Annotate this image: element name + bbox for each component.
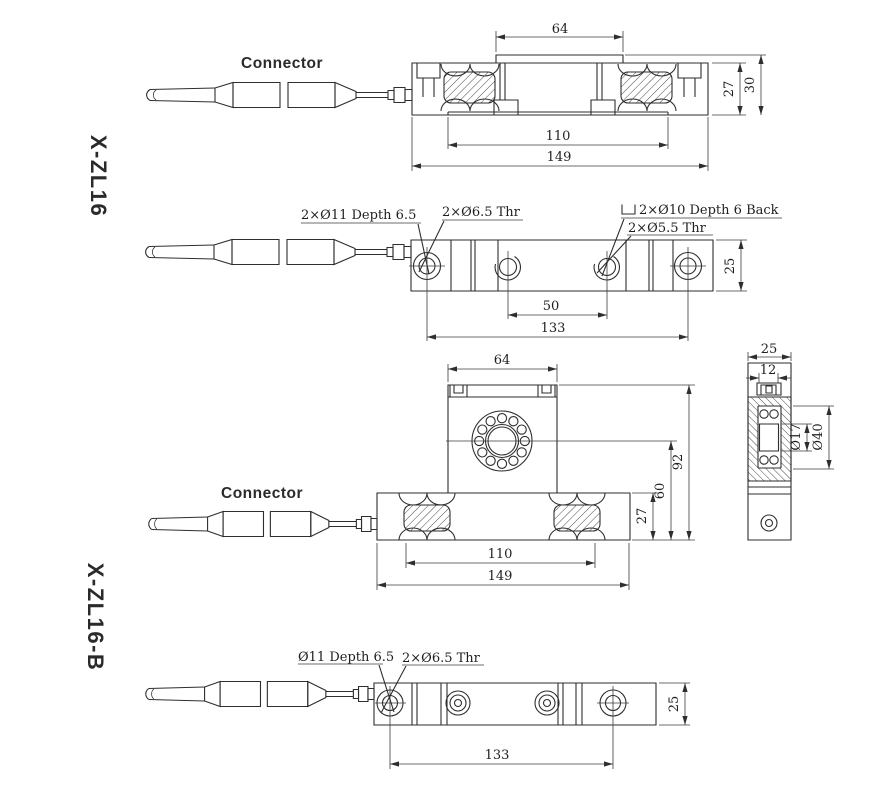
top-view-callouts: 2×Ø11 Depth 6.5 2×Ø6.5 Thr 2×Ø10 Depth 6… [301, 203, 782, 276]
side-view-drawing: 64 27 30 110 149 [412, 22, 766, 171]
top-view-drawing: 2×Ø11 Depth 6.5 2×Ø6.5 Thr 2×Ø10 Depth 6… [301, 203, 782, 341]
dim-25-b: 25 [667, 696, 682, 713]
dim-149-side: 149 [547, 150, 572, 165]
side-view-dimensions: 64 27 30 110 149 [412, 22, 766, 171]
dim-25-top: 25 [723, 258, 738, 275]
hole-mount-left-b [375, 686, 406, 769]
dim-149-front: 149 [488, 569, 513, 584]
connector-label-bottom: Connector [221, 485, 303, 502]
dim-50: 50 [543, 299, 560, 314]
hole-screw-right-b [535, 691, 559, 715]
callout-2xd65-b: 2×Ø6.5 Thr [402, 651, 481, 666]
dim-d40-section: Ø40 [811, 423, 826, 450]
hole-mount-right [670, 247, 706, 341]
dim-60-front: 60 [653, 483, 668, 500]
hole-thread-left [495, 251, 520, 319]
dim-64-top: 64 [552, 22, 569, 37]
hole-screw-left-b [446, 691, 470, 715]
bottom-view-dimensions: 133 25 [390, 683, 690, 767]
dim-110-side: 110 [546, 129, 571, 144]
dim-133-top: 133 [541, 321, 566, 336]
dim-133-b: 133 [485, 748, 510, 763]
bearing [446, 411, 677, 471]
cable-fourth [145, 680, 375, 708]
hole-mount-left [409, 247, 445, 341]
bottom-top-view-drawing: Ø11 Depth 6.5 2×Ø6.5 Thr 133 25 [298, 650, 690, 769]
callout-2xd65: 2×Ø6.5 Thr [442, 205, 521, 220]
top-view-dimensions: 50 133 25 [427, 240, 747, 340]
dim-d17-section: Ø17 [789, 423, 804, 450]
dim-30-side: 30 [743, 77, 758, 94]
dim-27-front: 27 [635, 508, 650, 525]
counterbore-icon [622, 205, 635, 215]
front-view-dimensions: 64 110 149 27 60 92 [377, 353, 695, 590]
cable-second [145, 238, 412, 266]
hole-mount-right-b [597, 686, 629, 769]
front-view-drawing: 64 110 149 27 60 92 [377, 353, 695, 590]
model-label-top: X-ZL16 [86, 135, 111, 217]
cable-third [148, 510, 378, 538]
model-label-bottom: X-ZL16-B [83, 563, 108, 672]
dim-92-front: 92 [671, 454, 686, 471]
callout-2xd10: 2×Ø10 Depth 6 Back [639, 203, 779, 218]
dim-110-front: 110 [488, 547, 513, 562]
callout-2xd55: 2×Ø5.5 Thr [628, 221, 707, 236]
cable-top [146, 81, 413, 109]
callout-d11-b: Ø11 Depth 6.5 [298, 650, 394, 665]
dim-25-section: 25 [761, 342, 778, 357]
section-view-dimensions: 25 12 Ø17 Ø40 [746, 342, 834, 469]
bottom-view-callouts: Ø11 Depth 6.5 2×Ø6.5 Thr [298, 650, 484, 713]
dim-12-section: 12 [760, 363, 777, 378]
connector-label-top: Connector [241, 55, 323, 72]
callout-2xd11: 2×Ø11 Depth 6.5 [301, 208, 416, 223]
hole-thread-right [594, 251, 619, 319]
section-view-drawing: 25 12 Ø17 Ø40 [746, 342, 834, 540]
dim-27-side: 27 [722, 81, 737, 98]
dim-64-front: 64 [494, 353, 511, 368]
